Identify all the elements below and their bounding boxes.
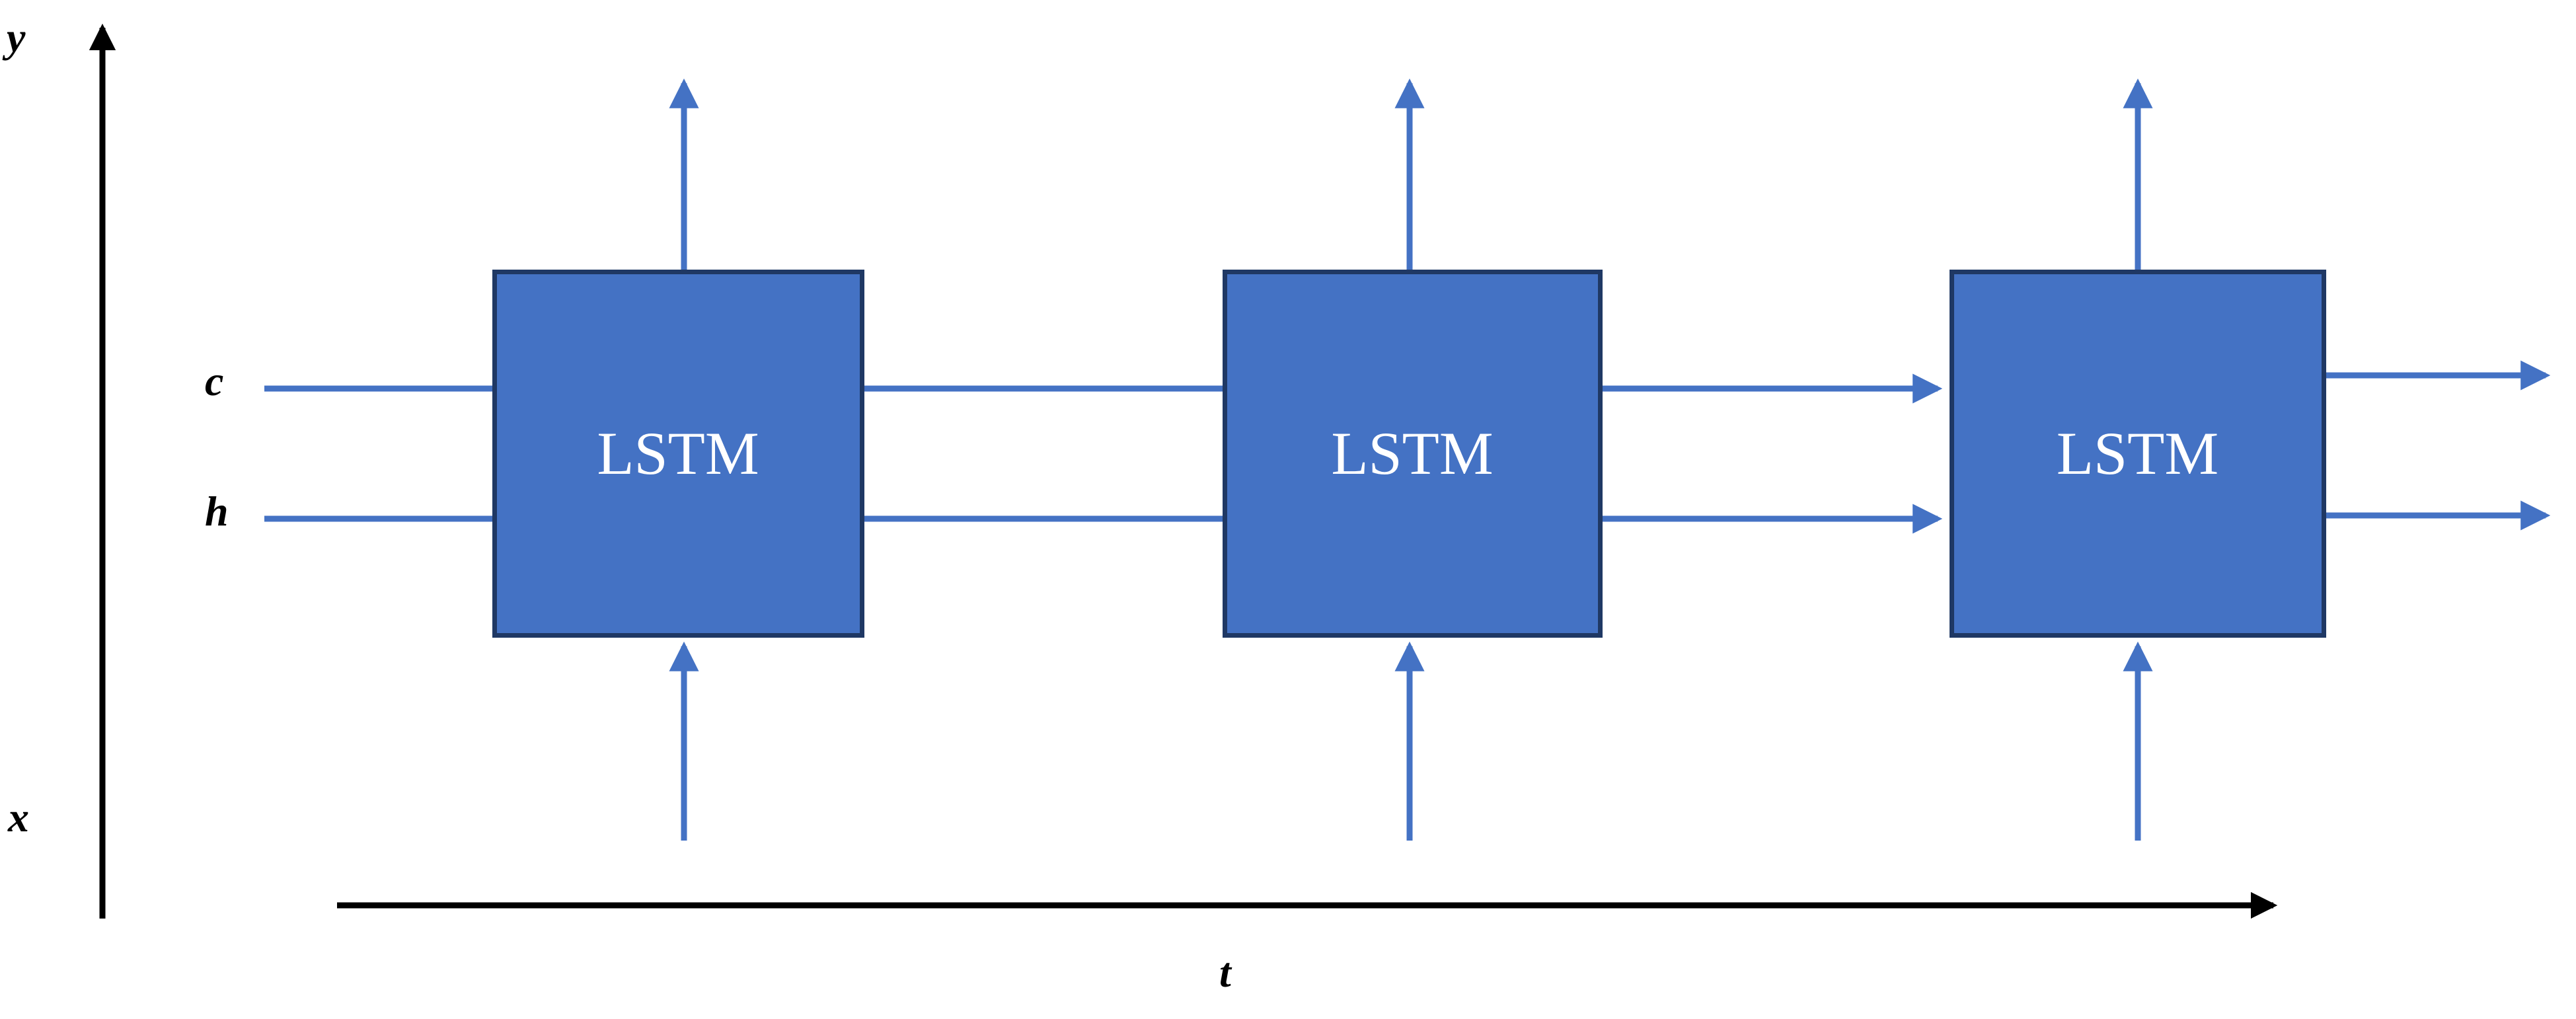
lstm-node-group	[492, 270, 2326, 638]
t-axis-label: t	[1219, 949, 1231, 996]
lstm-node-1[interactable]	[492, 270, 864, 638]
lstm-node-1-rect	[492, 270, 864, 638]
lstm-node-2-label: LSTM	[1331, 420, 1494, 487]
lstm-node-3-label: LSTM	[2056, 420, 2219, 487]
y-axis-label: y	[7, 14, 26, 61]
lstm-node-2[interactable]	[1223, 270, 1603, 638]
x-axis-label: x	[8, 794, 29, 841]
cell-state-label: c	[205, 358, 224, 404]
x-input-arrow-group	[669, 641, 2153, 841]
lstm-node-1-label: LSTM	[597, 420, 759, 487]
y-output-arrow-group	[669, 78, 2153, 270]
lstm-node-3[interactable]	[1950, 270, 2326, 638]
lstm-node-3-rect	[1950, 270, 2326, 638]
output-arrow-group	[2326, 360, 2551, 531]
hidden-state-label: h	[205, 488, 229, 535]
lstm-node-2-rect	[1223, 270, 1603, 638]
axis-group	[89, 23, 2278, 919]
